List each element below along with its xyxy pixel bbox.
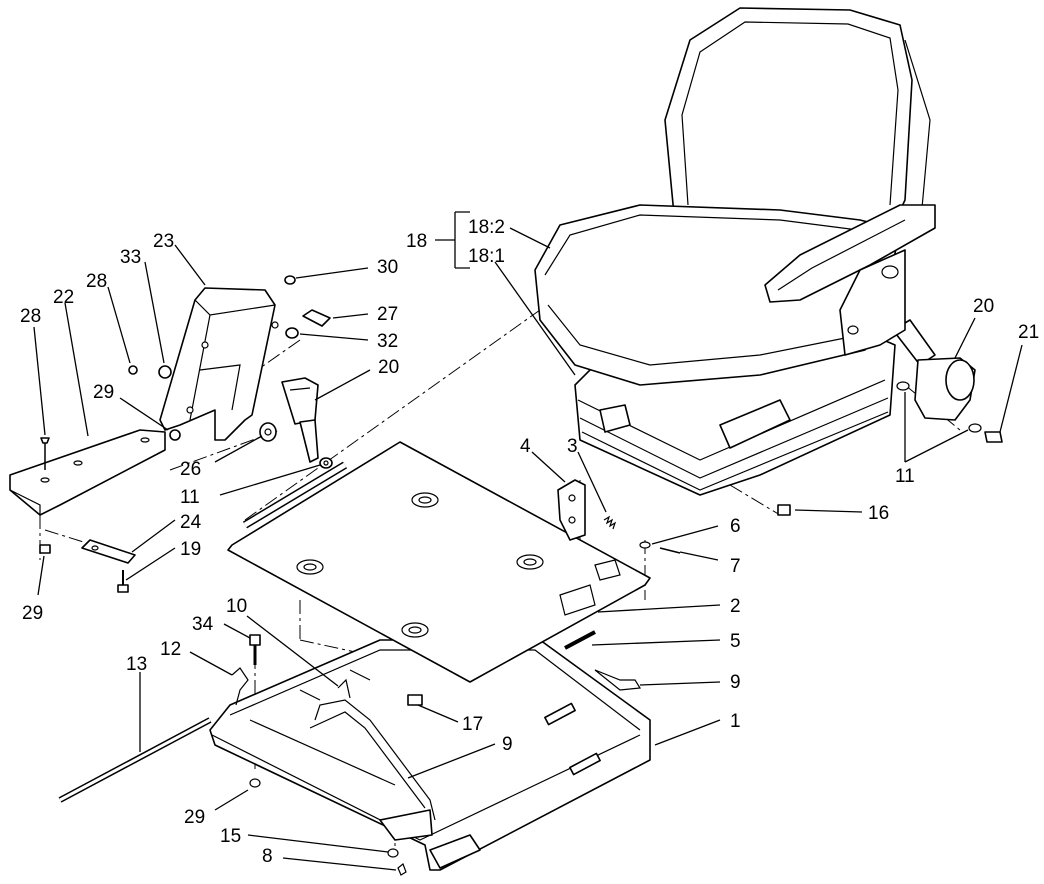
callout-20-left: 20 xyxy=(378,357,399,378)
callout-28-upper: 28 xyxy=(86,271,107,292)
side-bracket-22 xyxy=(9,429,166,516)
callout-3: 3 xyxy=(567,436,578,457)
callout-30: 30 xyxy=(377,257,398,278)
callout-13: 13 xyxy=(126,654,147,675)
callout-32: 32 xyxy=(377,331,398,352)
callout-1: 1 xyxy=(730,711,741,732)
callout-11-right: 11 xyxy=(895,466,915,487)
callout-29-lower: 29 xyxy=(184,807,205,828)
callout-26: 26 xyxy=(180,459,201,480)
callout-23: 23 xyxy=(153,231,174,252)
small-hardware-lower xyxy=(231,634,423,876)
callout-21: 21 xyxy=(1018,322,1039,343)
mounting-plate xyxy=(227,441,651,683)
latch-bracket xyxy=(557,479,586,541)
base-frame xyxy=(209,639,651,871)
pin-and-tube xyxy=(564,630,642,691)
callout-5: 5 xyxy=(730,631,741,652)
callout-16: 16 xyxy=(868,503,889,524)
operator-seat xyxy=(534,7,936,496)
callout-17: 17 xyxy=(462,714,483,735)
washer-and-pin xyxy=(639,541,681,554)
callout-10: 10 xyxy=(226,596,247,617)
rod xyxy=(58,717,212,803)
small-hardware-upper xyxy=(259,275,331,442)
seat-belt-buckle-left xyxy=(281,377,333,469)
leader-lines xyxy=(33,211,1023,871)
callout-24: 24 xyxy=(180,512,202,533)
callout-labels: 18 18:2 18:1 30 27 32 23 33 28 22 28 29 … xyxy=(20,217,1039,867)
slide-bar xyxy=(309,699,436,821)
callout-34: 34 xyxy=(192,614,214,635)
callout-29-left: 29 xyxy=(22,603,43,624)
plate-shaft xyxy=(242,461,348,529)
callout-18-1: 18:1 xyxy=(468,246,505,267)
seat-belt-retractor-right xyxy=(777,319,1003,516)
callout-18: 18 xyxy=(406,231,427,252)
spring xyxy=(603,515,617,530)
callout-27: 27 xyxy=(377,304,398,325)
callout-9-lower: 9 xyxy=(502,734,513,755)
callout-4: 4 xyxy=(520,436,531,457)
callout-15: 15 xyxy=(220,826,241,847)
callout-8: 8 xyxy=(262,846,273,867)
strap-24 xyxy=(81,539,136,564)
callout-29-upper: 29 xyxy=(93,382,114,403)
callout-7: 7 xyxy=(730,556,741,577)
callout-20-right: 20 xyxy=(973,296,994,317)
callout-18-2: 18:2 xyxy=(468,217,505,238)
belt-bracket-23 xyxy=(159,287,279,441)
callout-28-left: 28 xyxy=(20,306,41,327)
small-hardware-left xyxy=(39,365,181,593)
callout-19: 19 xyxy=(180,539,201,560)
callout-9-upper: 9 xyxy=(730,672,741,693)
callout-22: 22 xyxy=(53,287,74,308)
callout-11-left: 11 xyxy=(180,487,200,508)
callout-2: 2 xyxy=(730,596,741,617)
callout-33: 33 xyxy=(120,247,141,268)
callout-6: 6 xyxy=(730,516,741,537)
callout-12: 12 xyxy=(160,639,181,660)
